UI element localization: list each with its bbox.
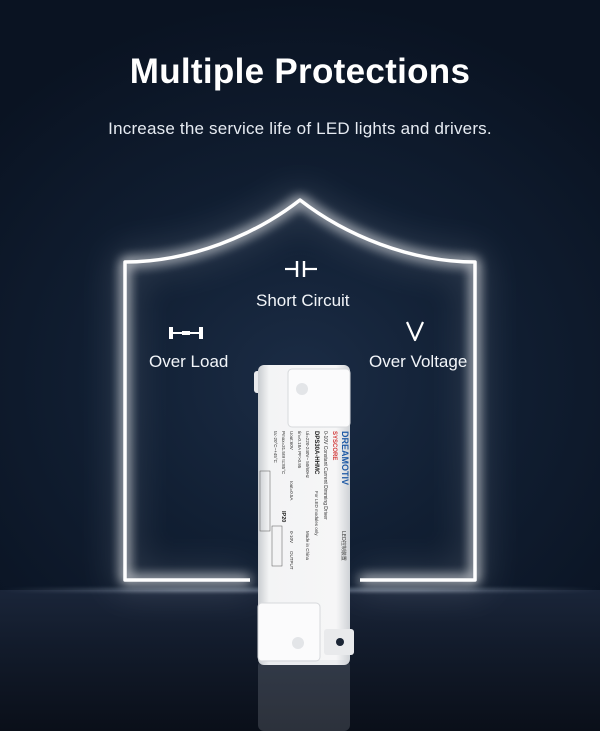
driver-input: Ui=220-240V~ 50/60Hz [305, 431, 310, 479]
driver-current: Iout=0.5A [289, 481, 294, 500]
driver-sub-brand: SYSCORE [331, 431, 337, 460]
driver-output-label: OUTPUT [289, 551, 294, 570]
page-title: Multiple Protections [129, 52, 471, 91]
protection-over-load-label: Over Load [149, 352, 229, 371]
driver-for-use: For LED modules only [314, 491, 319, 536]
driver-dim: 0-10V [289, 531, 294, 543]
v-icon [405, 321, 425, 342]
driver-brand: DREAMOTIV [340, 431, 350, 485]
capacitor-icon [285, 261, 317, 277]
driver-origin: Made in China [305, 531, 310, 561]
driver-ta: ta:-20°C~+45°C [273, 431, 278, 464]
led-driver-product: DREAMOTIV SYSCORE 0-10V Constant Current… [254, 365, 354, 665]
driver-reflection [258, 660, 350, 731]
driver-description: 0-10V Constant Current Dimming Driver [322, 431, 328, 520]
protection-over-voltage-label: Over Voltage [369, 352, 468, 371]
dumbbell-icon [169, 327, 203, 339]
page-subtitle: Increase the service life of LED lights … [108, 119, 492, 138]
protection-short-circuit-label: Short Circuit [256, 291, 350, 310]
driver-protect: Pmax=31.5W tc:85°C [281, 431, 286, 475]
driver-model: DPS30A-HHMC [313, 431, 319, 475]
driver-rating: IP20 [280, 511, 286, 522]
driver-input-current: Iin=0.18A PF>0.95 [297, 431, 302, 469]
driver-cert: LED控制装置 [340, 531, 347, 561]
driver-output: Uout:60V [289, 431, 294, 450]
